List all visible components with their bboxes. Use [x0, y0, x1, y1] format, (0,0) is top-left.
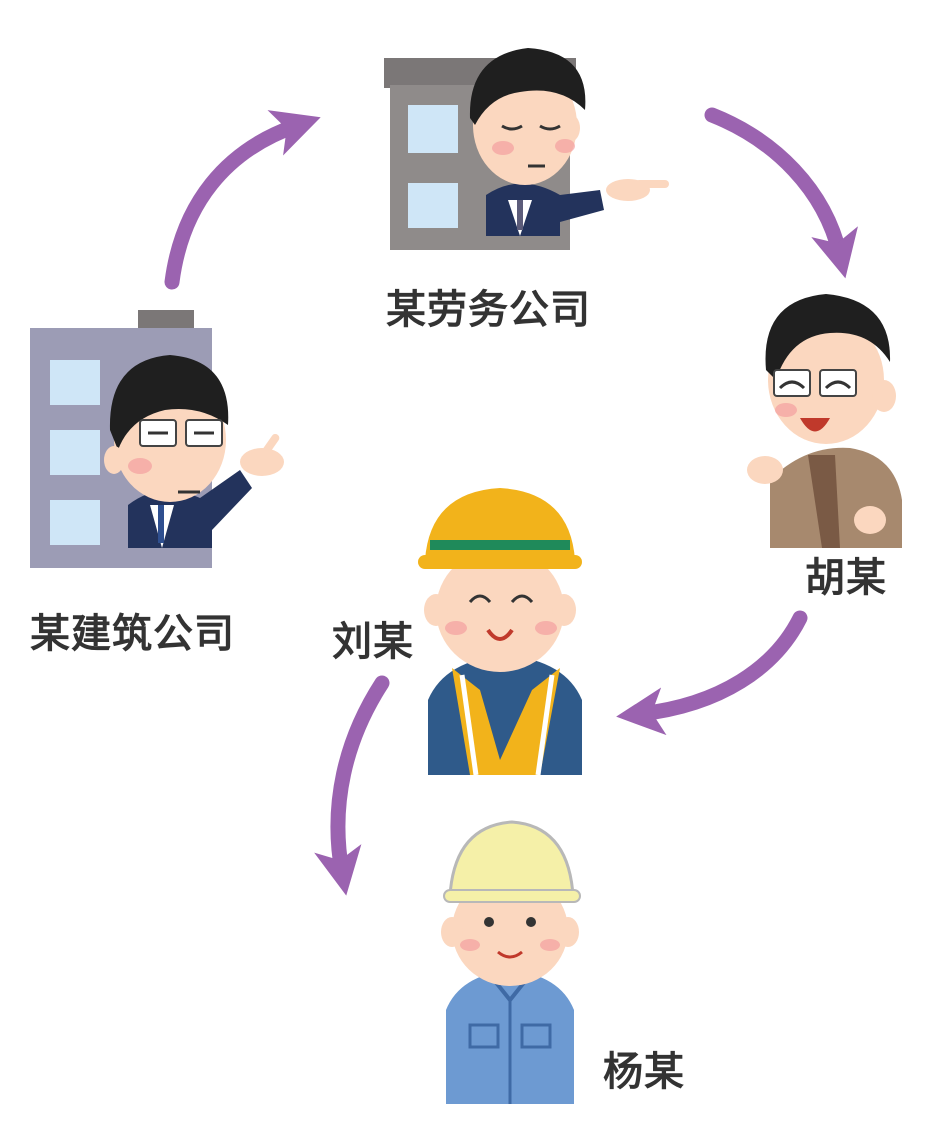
label-construction-company: 某建筑公司: [30, 611, 235, 657]
worker-white-helmet-blue-uniform-icon: [441, 820, 581, 1104]
label-labor-company: 某劳务公司: [386, 287, 591, 333]
smiling-man-with-glasses-brown-jacket-icon: [747, 294, 902, 548]
arrow-hu-to-liu: [616, 610, 808, 736]
businessman-in-building-window-pointing-icon: [384, 48, 669, 250]
label-yang: 杨某: [603, 1049, 685, 1095]
arrow-liu-to-yang: [314, 675, 390, 896]
businessman-with-glasses-in-building-pointing-icon: [30, 310, 284, 568]
construction-worker-yellow-helmet-safety-vest-icon: [418, 488, 582, 776]
label-hu: 胡某: [805, 555, 887, 601]
label-liu: 刘某: [332, 619, 414, 665]
arrow-construction-to-labor: [164, 110, 321, 290]
arrow-labor-to-hu: [704, 107, 858, 279]
